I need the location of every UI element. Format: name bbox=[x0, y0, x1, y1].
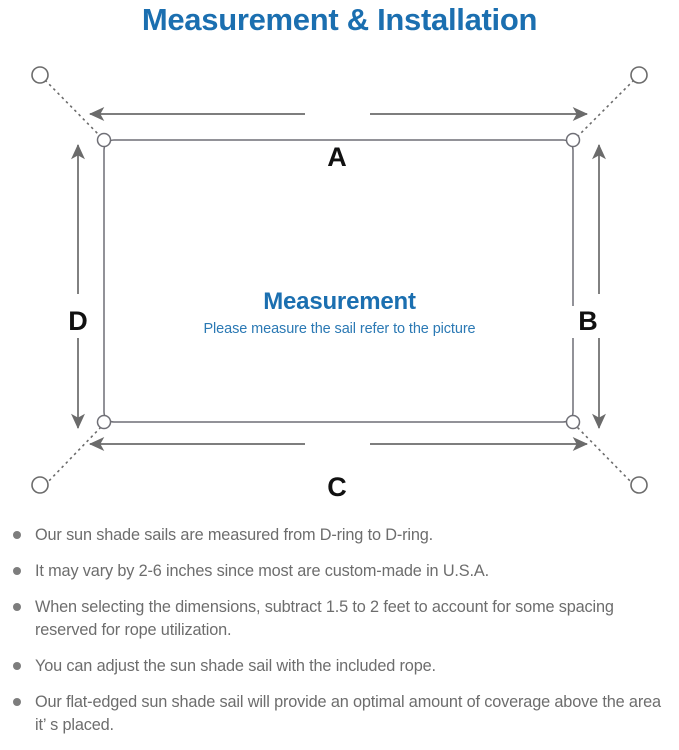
sail-subheading: Please measure the sail refer to the pic… bbox=[203, 321, 476, 337]
dimension-label-d: D bbox=[60, 306, 96, 338]
anchor-point-top-right bbox=[630, 66, 648, 84]
notes-list: Our sun shade sails are measured from D-… bbox=[0, 524, 679, 750]
rope-top-left bbox=[44, 79, 102, 138]
list-item: Our flat-edged sun shade sail will provi… bbox=[0, 691, 679, 737]
note-text: Our sun shade sails are measured from D-… bbox=[35, 526, 434, 544]
list-item: You can adjust the sun shade sail with t… bbox=[0, 655, 679, 678]
bullet-icon bbox=[13, 603, 21, 611]
dimension-label-a: A bbox=[307, 142, 367, 174]
page-title: Measurement & Installation bbox=[141, 2, 538, 37]
anchor-point-top-left bbox=[31, 66, 49, 84]
note-text: Our flat-edged sun shade sail will provi… bbox=[35, 693, 661, 734]
note-text: It may vary by 2-6 inches since most are… bbox=[35, 562, 489, 580]
list-item: It may vary by 2-6 inches since most are… bbox=[0, 560, 679, 583]
rope-lines bbox=[44, 79, 635, 486]
sail-measurement-diagram: Measurement Please measure the sail refe… bbox=[0, 44, 679, 510]
rope-bottom-left bbox=[44, 426, 102, 486]
d-ring-bottom-left bbox=[96, 414, 112, 430]
bullet-icon bbox=[13, 567, 21, 575]
dimension-label-b: B bbox=[570, 306, 606, 338]
d-rings bbox=[96, 132, 581, 430]
list-item: When selecting the dimensions, subtract … bbox=[0, 596, 679, 642]
bullet-icon bbox=[13, 531, 21, 539]
d-ring-bottom-right bbox=[565, 414, 581, 430]
rope-top-right bbox=[576, 79, 635, 138]
sail-heading: Measurement bbox=[263, 288, 416, 315]
list-item: Our sun shade sails are measured from D-… bbox=[0, 524, 679, 547]
anchor-points bbox=[31, 66, 648, 494]
rope-bottom-right bbox=[576, 426, 635, 486]
dimension-label-c: C bbox=[307, 472, 367, 504]
d-ring-top-right bbox=[565, 132, 581, 148]
bullet-icon bbox=[13, 698, 21, 706]
bullet-icon bbox=[13, 662, 21, 670]
d-ring-top-left bbox=[96, 132, 112, 148]
note-text: When selecting the dimensions, subtract … bbox=[35, 598, 614, 639]
dimension-arrows bbox=[71, 107, 606, 451]
diagram-canvas bbox=[31, 66, 648, 494]
anchor-point-bottom-left bbox=[31, 476, 49, 494]
note-text: You can adjust the sun shade sail with t… bbox=[35, 657, 436, 675]
anchor-point-bottom-right bbox=[630, 476, 648, 494]
sail-body bbox=[103, 139, 574, 423]
